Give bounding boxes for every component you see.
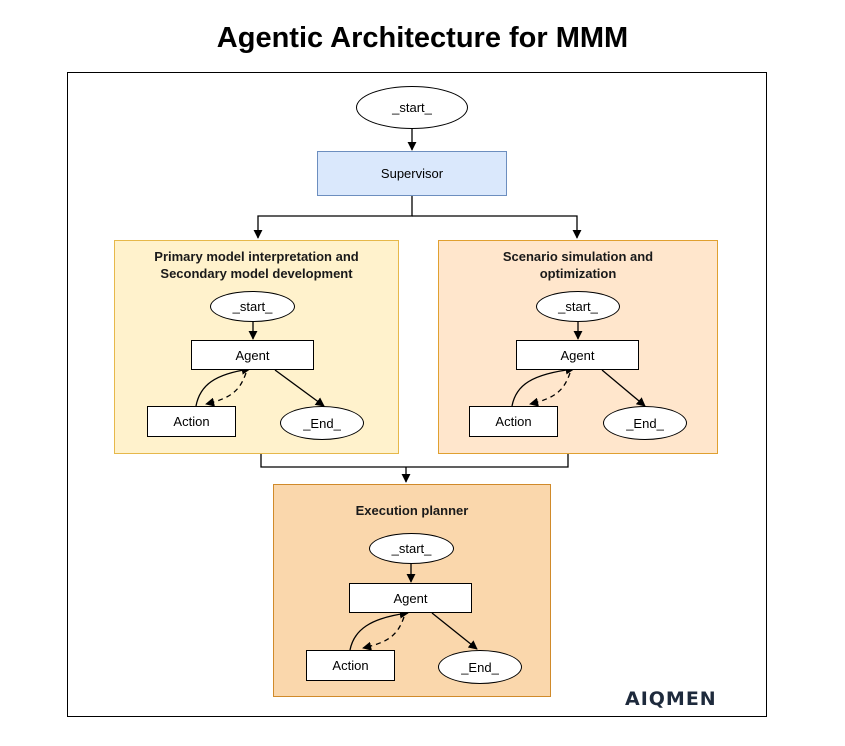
panel2-agent-node: Agent xyxy=(516,340,639,370)
panel1-agent-node: Agent xyxy=(191,340,314,370)
panel2-end-node: _End_ xyxy=(603,406,687,440)
panel1-action-node: Action xyxy=(147,406,236,437)
start-node: _start_ xyxy=(356,86,468,129)
logo-text: AIQMEN xyxy=(625,688,717,710)
panel1-start-node: _start_ xyxy=(210,291,295,322)
panel3-agent-node: Agent xyxy=(349,583,472,613)
supervisor-node: Supervisor xyxy=(317,151,507,196)
panel3-start-node: _start_ xyxy=(369,533,454,564)
panel-title-line1: Scenario simulation and xyxy=(502,249,654,264)
panel-title-line1: Execution planner xyxy=(355,503,469,518)
diagram-title: Agentic Architecture for MMM xyxy=(216,22,629,54)
panel3-action-node: Action xyxy=(306,650,395,681)
panel-title-line2: optimization xyxy=(539,266,617,281)
panel3-end-node: _End_ xyxy=(438,650,522,684)
panel-title-line1: Primary model interpretation and xyxy=(154,249,359,264)
aiqmen-logo: AIQMEN xyxy=(625,687,755,711)
panel1-end-node: _End_ xyxy=(280,406,364,440)
panel-title-line2: Secondary model development xyxy=(160,266,353,281)
panel2-start-node: _start_ xyxy=(536,291,620,322)
panel2-action-node: Action xyxy=(469,406,558,437)
